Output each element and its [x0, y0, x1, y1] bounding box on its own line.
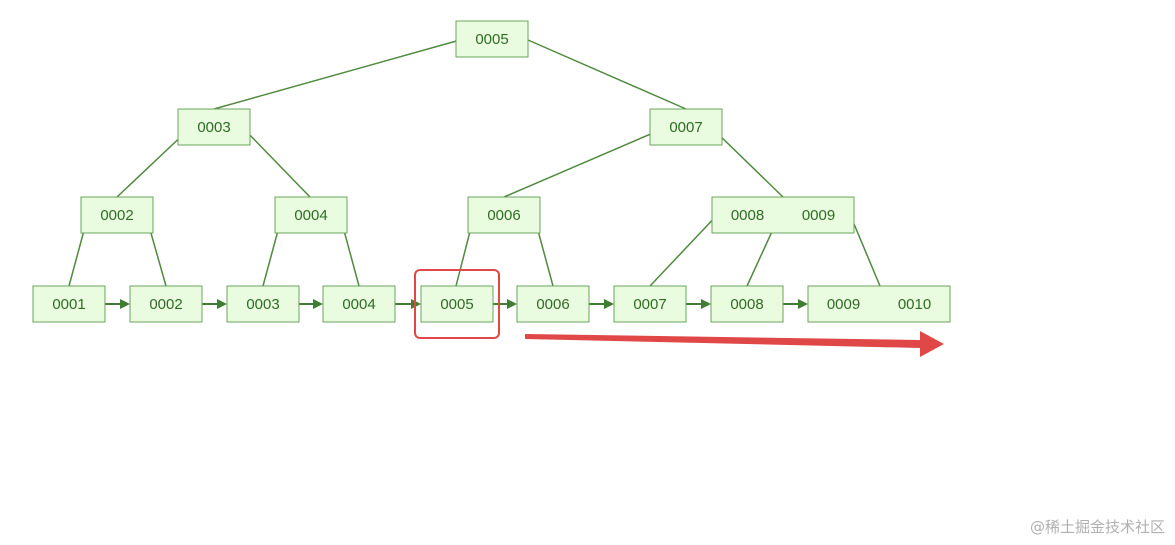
leaves-node: 0009 0010 [807, 285, 951, 323]
node-box [129, 285, 203, 323]
level3-node: 0004 [274, 196, 348, 234]
tree-edge [527, 39, 687, 110]
leaves-node: 0004 [322, 285, 396, 323]
tree-nodes: 0005 0003 0007 0002 0004 0006 0008 0009 0001 0002… [32, 20, 951, 323]
node-box [649, 108, 723, 146]
level2-node: 0007 [649, 108, 723, 146]
highlighted-leaf-box [414, 269, 500, 339]
node-key: 0007 [633, 296, 666, 313]
node-key: 0008 [730, 296, 763, 313]
node-key: 0005 [440, 296, 473, 313]
leaves-node: 0005 [420, 285, 494, 323]
tree-edge [649, 211, 721, 287]
tree-edges [68, 39, 881, 287]
node-key: 0008 [731, 207, 764, 224]
level3-node: 0006 [467, 196, 541, 234]
node-box [32, 285, 106, 323]
tree-edge [503, 129, 661, 198]
node-key: 0006 [536, 296, 569, 313]
node-key: 0004 [294, 207, 327, 224]
node-key: 0007 [669, 119, 702, 136]
node-box [177, 108, 251, 146]
level3-node: 0002 [80, 196, 154, 234]
leaves-node: 0003 [226, 285, 300, 323]
node-box [807, 285, 951, 323]
node-box [322, 285, 396, 323]
node-key: 0004 [342, 296, 375, 313]
leaves-node: 0008 [710, 285, 784, 323]
level2-node: 0003 [177, 108, 251, 146]
leaves-node: 0002 [129, 285, 203, 323]
node-key: 0009 [802, 207, 835, 224]
node-box [710, 285, 784, 323]
node-key: 0001 [52, 296, 85, 313]
node-box [516, 285, 590, 323]
node-key: 0002 [149, 296, 182, 313]
leaves-node: 0007 [613, 285, 687, 323]
node-box [467, 196, 541, 234]
node-box [711, 196, 855, 234]
node-box [613, 285, 687, 323]
node-box [420, 285, 494, 323]
node-key: 0010 [898, 296, 931, 313]
tree-edge [244, 129, 311, 198]
scan-overlay [414, 269, 944, 357]
node-key: 0002 [100, 207, 133, 224]
leaves-node: 0001 [32, 285, 106, 323]
node-key: 0003 [197, 119, 230, 136]
node-key: 0006 [487, 207, 520, 224]
node-key: 0003 [246, 296, 279, 313]
leaves-node: 0006 [516, 285, 590, 323]
node-key: 0009 [827, 296, 860, 313]
tree-edge [713, 129, 784, 198]
tree-edge [213, 39, 461, 110]
level3-node: 0008 0009 [711, 196, 855, 234]
range-scan-arrow [525, 331, 944, 357]
node-box [80, 196, 154, 234]
watermark: @稀土掘金技术社区 [1029, 518, 1165, 536]
root-node: 0005 [455, 20, 529, 58]
node-box [455, 20, 529, 58]
node-box [226, 285, 300, 323]
node-box [274, 196, 348, 234]
tree-edge [116, 129, 189, 198]
node-key: 0005 [475, 31, 508, 48]
